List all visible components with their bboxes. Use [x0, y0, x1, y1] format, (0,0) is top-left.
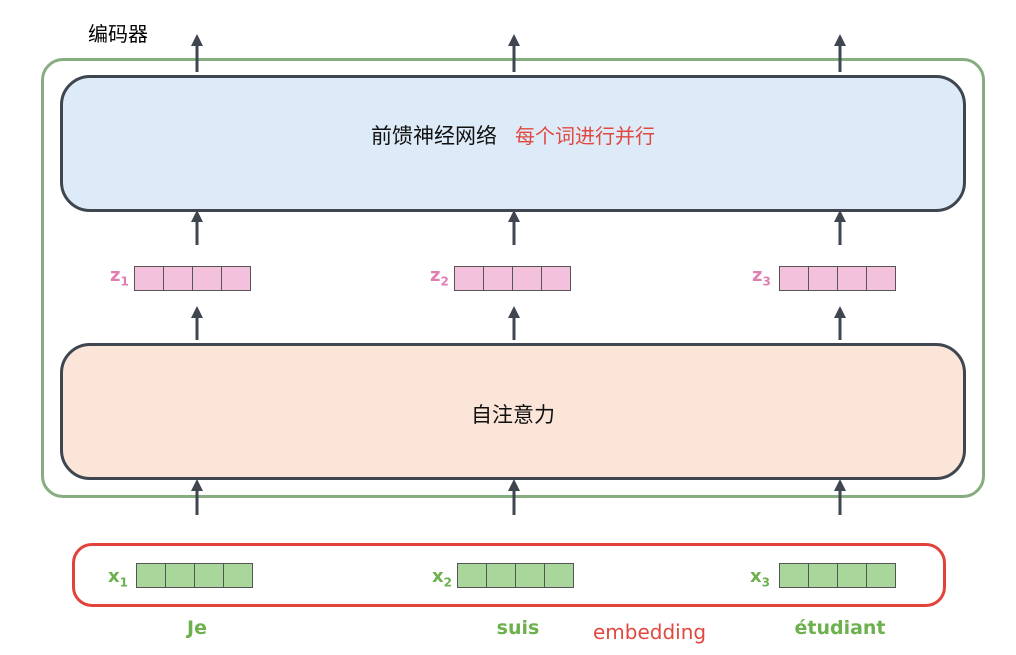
feed-forward-title: 前馈神经网络: [371, 124, 497, 148]
z-label-3: z3: [752, 265, 771, 289]
x-label-3: x3: [750, 566, 770, 590]
x-label-2: x2: [432, 566, 452, 590]
word-je: Je: [187, 617, 207, 639]
word-etudiant: étudiant: [794, 617, 886, 639]
embedding-box: [72, 543, 946, 607]
x-label-1: x1: [108, 566, 128, 590]
self-attention-title: 自注意力: [471, 403, 555, 427]
feed-forward-text: 前馈神经网络每个词进行并行: [60, 120, 966, 150]
parallel-note: 每个词进行并行: [515, 124, 655, 148]
z-vector-1: [134, 266, 251, 291]
z-vector-2: [454, 266, 571, 291]
self-attention-box: [60, 343, 966, 480]
word-suis: suis: [496, 617, 540, 639]
z-vector-3: [779, 266, 896, 291]
feed-forward-box: [60, 75, 966, 212]
x-vector-2: [457, 563, 574, 588]
x-vector-3: [779, 563, 896, 588]
x-vector-1: [136, 563, 253, 588]
z-label-2: z2: [430, 265, 449, 289]
z-label-1: z1: [110, 265, 129, 289]
encoder-label: 编码器: [88, 22, 148, 46]
embedding-label: embedding: [593, 620, 707, 644]
